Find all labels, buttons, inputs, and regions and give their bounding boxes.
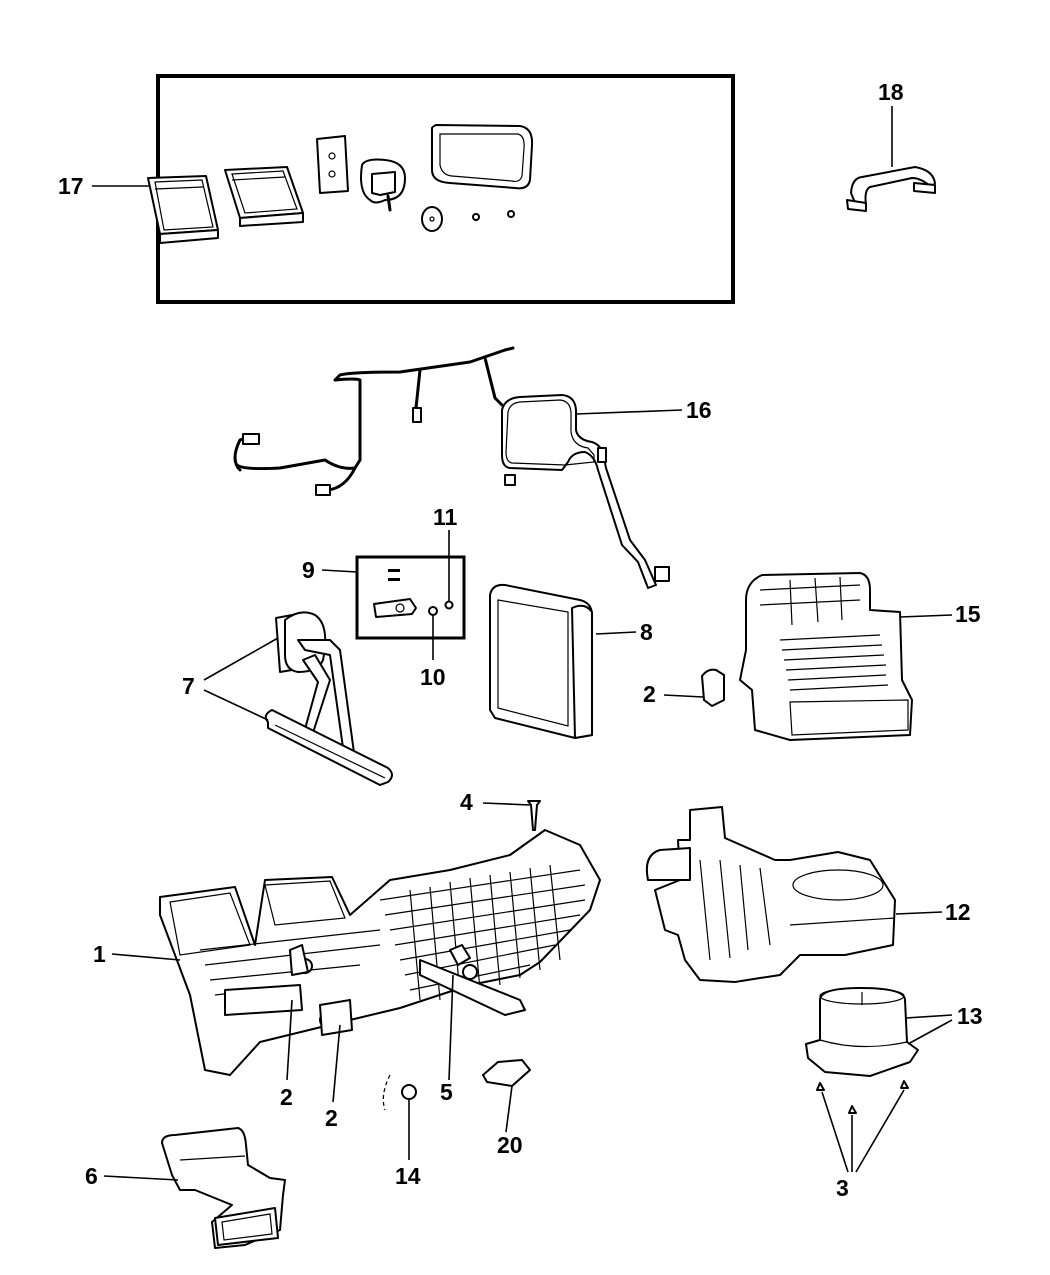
leader-6: [103, 1175, 179, 1181]
lower-callouts-group: 2 2 5 20 14: [280, 974, 531, 1189]
leader-15: [899, 614, 953, 618]
leader-2a: [663, 694, 704, 698]
screw-icon-2: [388, 578, 400, 581]
grommet: [401, 1084, 417, 1100]
leader-8: [595, 631, 637, 635]
leader-1: [111, 953, 181, 961]
screw-group: 4: [460, 789, 541, 831]
leader-13b: [907, 1019, 953, 1045]
small-plug-2: [507, 210, 515, 218]
leader-2c: [448, 974, 454, 1081]
leader-4: [482, 802, 531, 806]
leader-9: [321, 569, 358, 573]
leader-12: [895, 911, 943, 915]
callout-4: 4: [460, 789, 473, 815]
callout-9: 9: [302, 557, 315, 583]
screw-icon-1: [388, 569, 400, 572]
hvac-housing-group: 1: [93, 829, 601, 1076]
callout-2-lower-right: 5: [440, 1079, 453, 1105]
callout-13: 13: [957, 1003, 983, 1029]
leader-5: [505, 1085, 513, 1133]
callout-18: 18: [878, 79, 904, 105]
leader-7b: [203, 689, 269, 721]
actuator-2-upper: [701, 668, 725, 707]
callout-2-lower-left: 2: [325, 1105, 338, 1131]
expansion-valve-kit-group: 9 11 10: [302, 504, 466, 690]
callout-2-upper: 2: [643, 681, 656, 707]
leader-14a: [821, 1091, 849, 1173]
callout-10: 10: [420, 664, 446, 690]
callout-6: 6: [85, 1163, 98, 1189]
leader-14c: [855, 1089, 905, 1173]
duct-clip-group: 18: [846, 79, 936, 212]
blower-resistor: [482, 1059, 531, 1087]
valve-kit-box: [355, 555, 466, 640]
blower-motor-group: 13: [805, 987, 983, 1077]
callout-14: 3: [836, 1175, 849, 1201]
seal-square-2: [224, 166, 304, 227]
evaporator-group: 8: [489, 583, 653, 739]
callout-11: 11: [433, 504, 458, 530]
floor-duct-group: 6: [85, 1127, 286, 1249]
o-ring-10: [428, 606, 438, 616]
loop-seal: [360, 158, 406, 212]
callout-12: 12: [945, 899, 971, 925]
wiring-harness-group: 16: [233, 346, 712, 589]
seal-kit-group: 17: [58, 74, 735, 304]
large-seal: [431, 124, 534, 190]
heater-core-group: 7: [182, 611, 393, 786]
small-plug-1: [472, 213, 480, 221]
leader-7a: [203, 637, 279, 681]
callout-20: 14: [395, 1163, 421, 1189]
blower-housing-group: 12: [645, 806, 971, 983]
callout-15: 15: [955, 601, 981, 627]
callout-7: 7: [182, 673, 195, 699]
callout-8: 8: [640, 619, 653, 645]
gasket-plate: [316, 135, 349, 194]
callout-17: 17: [58, 173, 84, 199]
o-ring-11: [444, 600, 454, 610]
leader-3: [286, 999, 293, 1081]
seal-square-1: [147, 175, 219, 244]
callout-16: 16: [686, 397, 712, 423]
washer: [421, 206, 443, 232]
callout-1: 1: [93, 941, 106, 967]
callout-5: 20: [497, 1132, 523, 1158]
leader-16: [575, 409, 683, 415]
callout-3: 2: [280, 1084, 293, 1110]
screws-14-group: 3: [816, 1080, 909, 1201]
leader-13a: [905, 1014, 953, 1019]
distribution-housing-group: 15 2: [643, 572, 981, 741]
leader-2b: [332, 1024, 341, 1103]
